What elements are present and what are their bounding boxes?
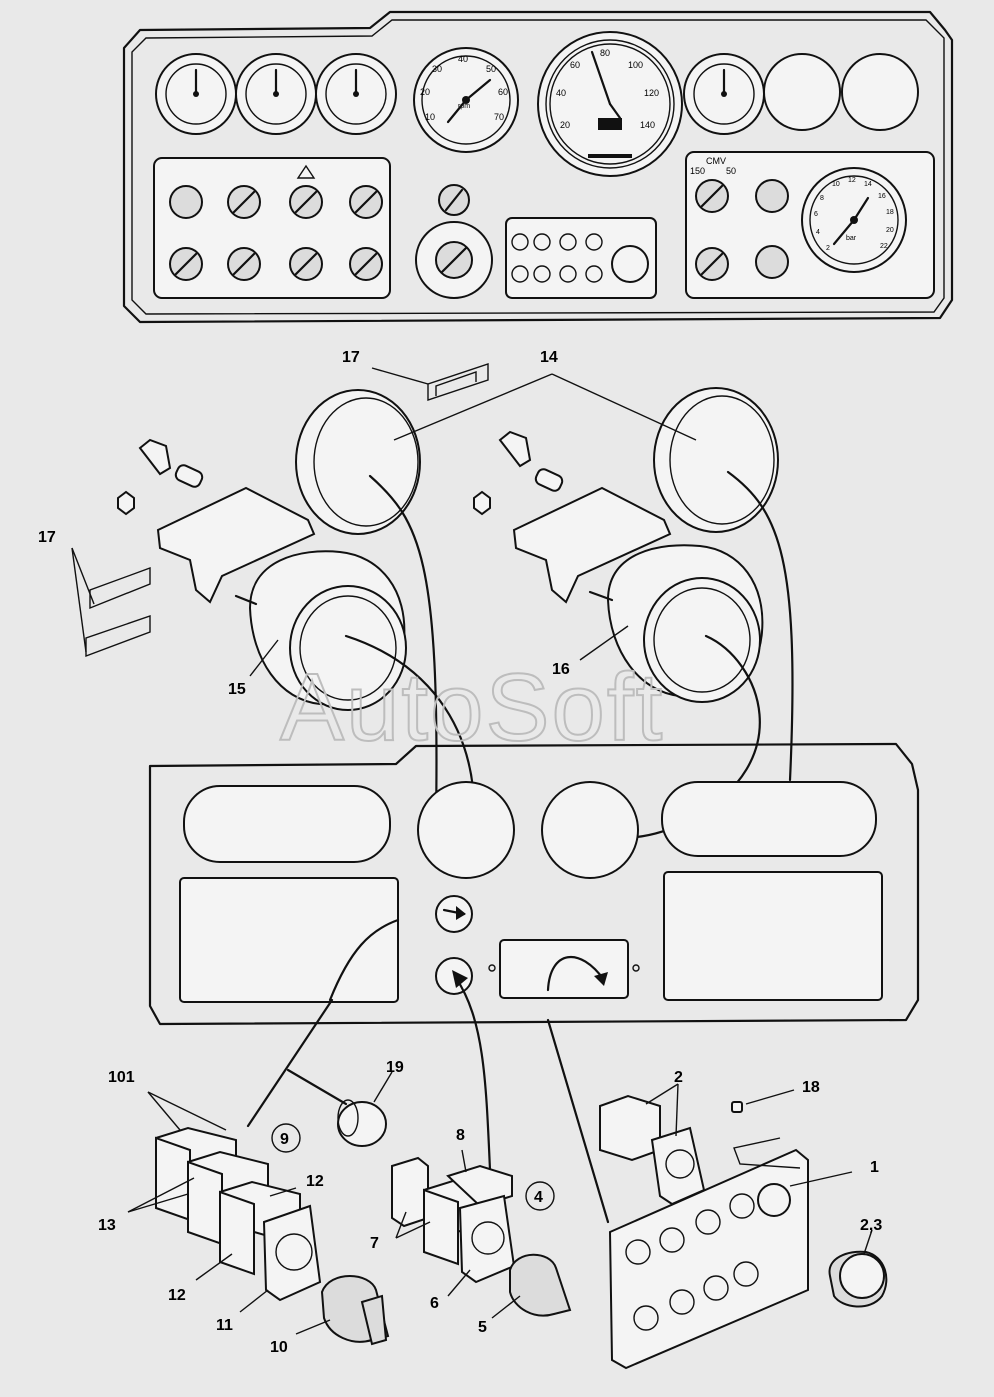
cmv-right-value: 50 (726, 166, 736, 176)
speedo-tick-140: 140 (640, 120, 655, 130)
callout-2: 2 (674, 1069, 683, 1086)
callout-11: 11 (216, 1317, 233, 1334)
callout-12-upper: 12 (306, 1173, 324, 1190)
callout-17-left: 17 (38, 529, 56, 546)
cmv-left-value: 150 (690, 166, 705, 176)
pressure-tick-6: 6 (814, 211, 818, 218)
tacho-tick-70: 70 (494, 112, 504, 122)
lamp-holder-2 (599, 1083, 706, 1206)
callout-101: 101 (108, 1069, 135, 1086)
callout-15: 15 (228, 681, 246, 698)
callout-7: 7 (370, 1235, 379, 1252)
pressure-tick-18: 18 (886, 209, 894, 216)
warning-lamp-strip (505, 217, 657, 299)
cmv-label: CMV (706, 156, 726, 166)
blank-gauge-slot-1 (763, 53, 841, 131)
bezel-ring-right (653, 387, 779, 533)
speedo-tick-40: 40 (556, 88, 566, 98)
pressure-tick-20: 20 (886, 227, 894, 234)
pressure-tick-2: 2 (826, 245, 830, 252)
small-gauge-battery (155, 53, 237, 135)
tacho-unit: rpm (458, 103, 470, 110)
bezel-ring-left (295, 389, 421, 535)
label-clips (85, 363, 489, 658)
speedo-tick-100: 100 (628, 60, 643, 70)
small-gauge-temperature (315, 53, 397, 135)
pressure-tick-4: 4 (816, 229, 820, 236)
speedo-tick-20: 20 (560, 120, 570, 130)
air-pressure-gauge: 2 4 6 8 10 12 14 16 18 20 22 bar (801, 167, 907, 273)
tacho-tick-40: 40 (458, 54, 468, 64)
indicator-lamp-19 (337, 1071, 393, 1147)
pressure-tick-16: 16 (878, 193, 886, 200)
exploded-switches (127, 970, 888, 1370)
small-gauge-fuel (683, 53, 765, 135)
switch-stack-center (391, 1149, 572, 1319)
speedometer: 20 40 60 80 100 120 140 (537, 31, 683, 177)
callout-5: 5 (478, 1319, 487, 1336)
callout-12-lower: 12 (168, 1287, 186, 1304)
watermark-text: AutoSoft (280, 654, 664, 761)
callout-4: 4 (534, 1189, 543, 1206)
tacho-tick-20: 20 (420, 87, 430, 97)
callout-18: 18 (802, 1079, 820, 1096)
pressure-tick-12: 12 (848, 177, 856, 184)
callout-1: 1 (870, 1159, 879, 1176)
pressure-tick-8: 8 (820, 195, 824, 202)
exploded-gauges (71, 363, 794, 842)
pressure-unit: bar (846, 235, 857, 242)
blank-gauge-slot-2 (841, 53, 919, 131)
tacho-tick-60: 60 (498, 87, 508, 97)
callout-19: 19 (386, 1059, 404, 1076)
tacho-tick-30: 30 (432, 64, 442, 74)
callout-14: 14 (540, 349, 558, 366)
empty-dashboard-frame (148, 742, 920, 1026)
circle-marker-4 (525, 1181, 555, 1211)
center-ignition (415, 184, 493, 299)
speedo-tick-120: 120 (644, 88, 659, 98)
warning-lamp-plate (608, 1137, 853, 1370)
callout-16: 16 (552, 661, 570, 678)
switch-stack-left (127, 1091, 390, 1346)
pressure-tick-10: 10 (832, 181, 840, 188)
tacho-tick-10: 10 (425, 112, 435, 122)
pressure-tick-14: 14 (864, 181, 872, 188)
callout-9: 9 (280, 1131, 289, 1148)
callout-6: 6 (430, 1295, 439, 1312)
gauge-body-left (117, 438, 407, 711)
gauge-body-right (473, 430, 764, 703)
assembled-dashboard: 10 20 30 40 50 60 70 rpm 20 40 60 80 100… (122, 10, 954, 324)
callout-17-top: 17 (342, 349, 360, 366)
callout-8: 8 (456, 1127, 465, 1144)
callout-2-3: 2,3 (860, 1217, 882, 1234)
callout-labels: 17 14 17 15 16 101 19 9 12 13 12 11 10 8… (38, 349, 882, 1356)
left-switch-panel (153, 157, 391, 299)
tacho-tick-50: 50 (486, 64, 496, 74)
callout-10: 10 (270, 1339, 288, 1356)
tachometer: 10 20 30 40 50 60 70 rpm (413, 47, 519, 153)
callout-13: 13 (98, 1217, 116, 1234)
lamp-lens-2-3 (828, 1229, 888, 1308)
pressure-tick-22: 22 (880, 243, 888, 250)
speedo-tick-80: 80 (600, 48, 610, 58)
speedo-tick-60: 60 (570, 60, 580, 70)
circle-marker-9 (271, 1123, 301, 1153)
small-gauge-oil (235, 53, 317, 135)
bulb-18 (731, 1089, 795, 1113)
